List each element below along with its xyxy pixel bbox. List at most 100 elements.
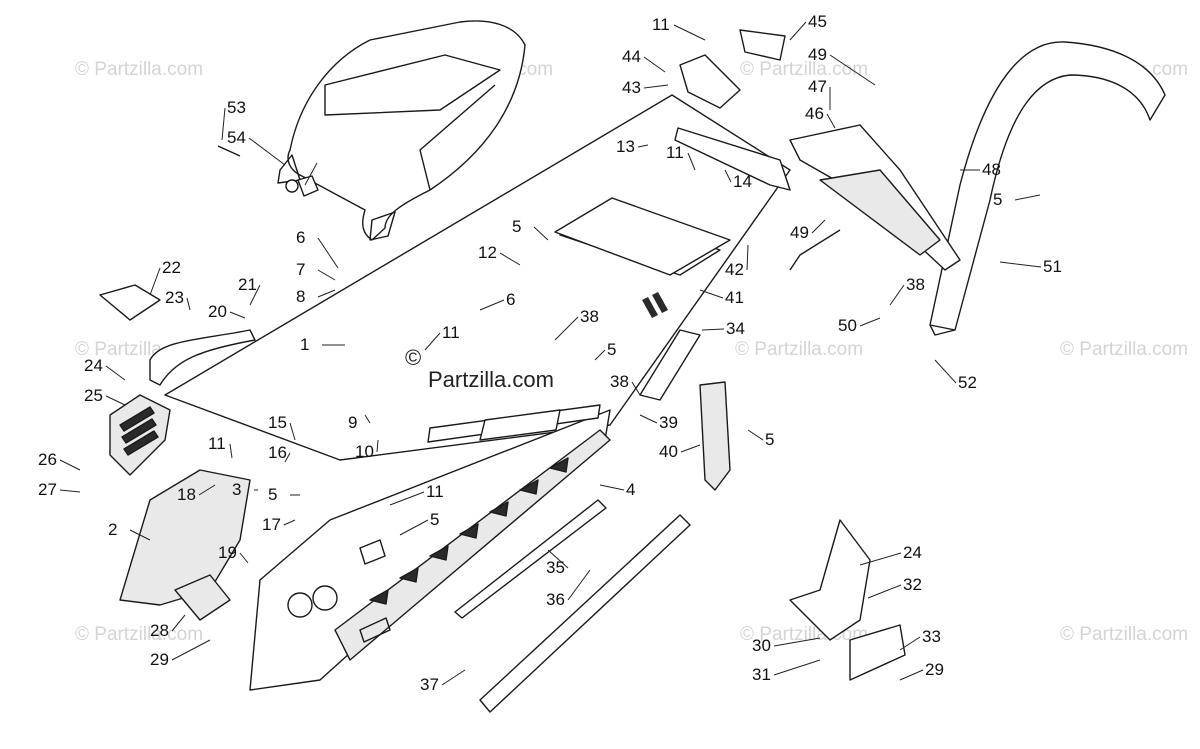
taillight-bracket-part [674,29,791,191]
leader-line [829,54,876,86]
leader-line [186,297,191,311]
callout-15[interactable]: 15 [268,413,287,432]
center-watermark-text: Partzilla.com [428,367,554,392]
callout-51[interactable]: 51 [1043,257,1062,276]
callout-13[interactable]: 13 [616,137,635,156]
callout-36[interactable]: 36 [546,590,565,609]
leader-line [699,289,724,299]
callout-52[interactable]: 52 [958,373,977,392]
callout-24[interactable]: 24 [84,356,103,375]
callout-6[interactable]: 6 [296,228,305,247]
callout-48[interactable]: 48 [982,160,1001,179]
callout-5[interactable]: 5 [512,217,521,236]
callout-45[interactable]: 45 [808,12,827,31]
callout-38[interactable]: 38 [906,275,925,294]
leader-line [701,328,725,331]
leader-line [826,113,836,129]
callout-49[interactable]: 49 [790,223,809,242]
callout-30[interactable]: 30 [752,636,771,655]
leader-line [284,452,291,463]
callout-17[interactable]: 17 [262,515,281,534]
callout-47[interactable]: 47 [808,77,827,96]
callout-19[interactable]: 19 [218,543,237,562]
callout-4[interactable]: 4 [626,480,635,499]
callout-25[interactable]: 25 [84,386,103,405]
callout-8[interactable]: 8 [296,287,305,306]
callout-31[interactable]: 31 [752,665,771,684]
callout-11[interactable]: 11 [652,15,670,34]
callout-7[interactable]: 7 [296,260,305,279]
rear-flap-part [789,124,961,271]
callout-38[interactable]: 38 [610,372,629,391]
leader-line [239,552,249,564]
leader-lines [59,21,1042,686]
callout-20[interactable]: 20 [208,302,227,321]
callout-18[interactable]: 18 [177,485,196,504]
callout-44[interactable]: 44 [622,47,641,66]
callout-9[interactable]: 9 [348,413,357,432]
callout-22[interactable]: 22 [162,258,181,277]
callout-54[interactable]: 54 [227,128,246,147]
bracket-part [174,574,231,621]
leader-line [746,244,749,271]
callout-50[interactable]: 50 [838,316,857,335]
callout-5[interactable]: 5 [607,340,616,359]
callout-14[interactable]: 14 [733,172,752,191]
callout-38[interactable]: 38 [580,307,599,326]
callout-32[interactable]: 32 [903,575,922,594]
callout-5[interactable]: 5 [430,510,439,529]
leader-line [317,237,339,269]
callout-5[interactable]: 5 [993,190,1002,209]
callout-11[interactable]: 11 [426,482,444,501]
callout-11[interactable]: 11 [666,143,684,162]
grab-handle-part [99,284,256,476]
callout-41[interactable]: 41 [725,288,744,307]
callout-28[interactable]: 28 [150,621,169,640]
leader-line [687,152,696,171]
leader-line [859,317,881,327]
callout-29[interactable]: 29 [925,660,944,679]
callout-34[interactable]: 34 [726,319,745,338]
callout-11[interactable]: 11 [208,434,226,453]
leader-line [631,381,641,396]
footrest-part [789,519,906,681]
callout-33[interactable]: 33 [922,627,941,646]
callout-37[interactable]: 37 [420,675,439,694]
callout-21[interactable]: 21 [238,275,257,294]
callout-12[interactable]: 12 [478,243,497,262]
leader-line [599,484,625,491]
callout-39[interactable]: 39 [659,413,678,432]
leader-line [389,491,425,506]
callout-1[interactable]: 1 [300,335,309,354]
callout-43[interactable]: 43 [622,78,641,97]
leader-line [773,637,821,647]
callout-26[interactable]: 26 [38,450,57,469]
leader-line [479,299,505,311]
callout-29[interactable]: 29 [150,650,169,669]
callout-16[interactable]: 16 [268,443,287,462]
leader-line [747,429,764,441]
callout-11[interactable]: 11 [442,323,460,342]
callout-46[interactable]: 46 [805,104,824,123]
leader-line [859,552,902,566]
callout-6[interactable]: 6 [506,290,515,309]
leader-line [248,137,286,166]
callout-49[interactable]: 49 [808,45,827,64]
callout-53[interactable]: 53 [227,98,246,117]
leader-line [899,636,921,651]
callout-42[interactable]: 42 [725,260,744,279]
callout-40[interactable]: 40 [659,442,678,461]
callout-27[interactable]: 27 [38,480,57,499]
callout-35[interactable]: 35 [546,558,565,577]
callout-5[interactable]: 5 [765,430,774,449]
callout-3[interactable]: 3 [232,480,241,499]
callout-23[interactable]: 23 [165,288,184,307]
callout-10[interactable]: 10 [355,442,374,461]
watermark-text: © Partzilla.com [1060,624,1188,645]
callout-2[interactable]: 2 [108,520,117,539]
callout-24[interactable]: 24 [903,543,922,562]
callout-5[interactable]: 5 [268,485,277,504]
